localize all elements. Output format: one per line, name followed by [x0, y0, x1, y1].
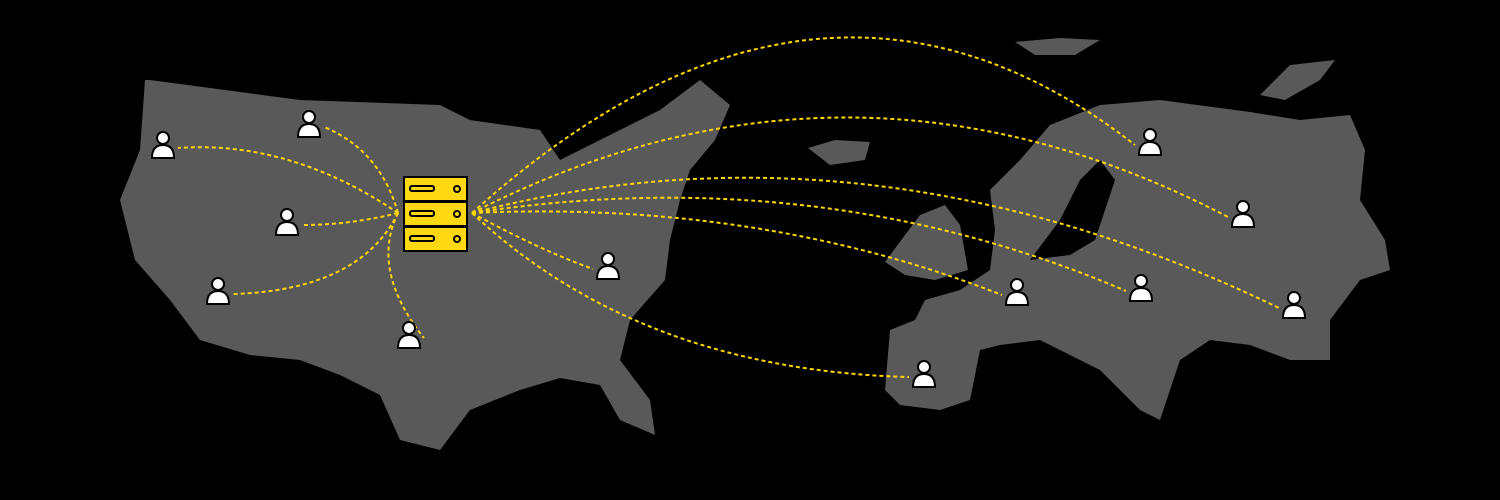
connection-line: [232, 212, 399, 295]
user-icon[interactable]: [1281, 291, 1307, 319]
connection-line: [471, 212, 594, 270]
scandinavia-gap: [1030, 160, 1115, 260]
connection-line: [471, 36, 1136, 214]
user-icon[interactable]: [595, 252, 621, 280]
iceland-land: [808, 140, 870, 165]
user-icon[interactable]: [1230, 200, 1256, 228]
greenland-edge: [1015, 38, 1100, 55]
connection-line: [301, 212, 399, 226]
server-rack-unit: [403, 201, 468, 227]
europe-land: [885, 100, 1390, 420]
uk-land: [885, 205, 968, 280]
user-icon[interactable]: [150, 131, 176, 159]
connection-lines: [177, 36, 1280, 378]
user-icon[interactable]: [396, 321, 422, 349]
user-icon[interactable]: [296, 110, 322, 138]
connection-line: [471, 196, 1127, 292]
user-icon[interactable]: [1128, 274, 1154, 302]
landmass: [120, 38, 1390, 450]
user-icon[interactable]: [1004, 278, 1030, 306]
connection-line: [471, 210, 1003, 296]
connection-line: [323, 126, 399, 214]
server-rack-unit: [403, 226, 468, 252]
connection-line: [177, 146, 399, 214]
server-icon[interactable]: [403, 176, 468, 252]
user-icon[interactable]: [1137, 128, 1163, 156]
connection-line: [471, 116, 1229, 218]
server-rack-unit: [403, 176, 468, 202]
north-america-land: [120, 80, 730, 450]
user-nodes: [150, 110, 1307, 388]
connection-line: [471, 176, 1280, 309]
user-icon[interactable]: [205, 277, 231, 305]
user-icon[interactable]: [274, 208, 300, 236]
arctic-islands: [1260, 60, 1335, 100]
user-icon[interactable]: [911, 360, 937, 388]
